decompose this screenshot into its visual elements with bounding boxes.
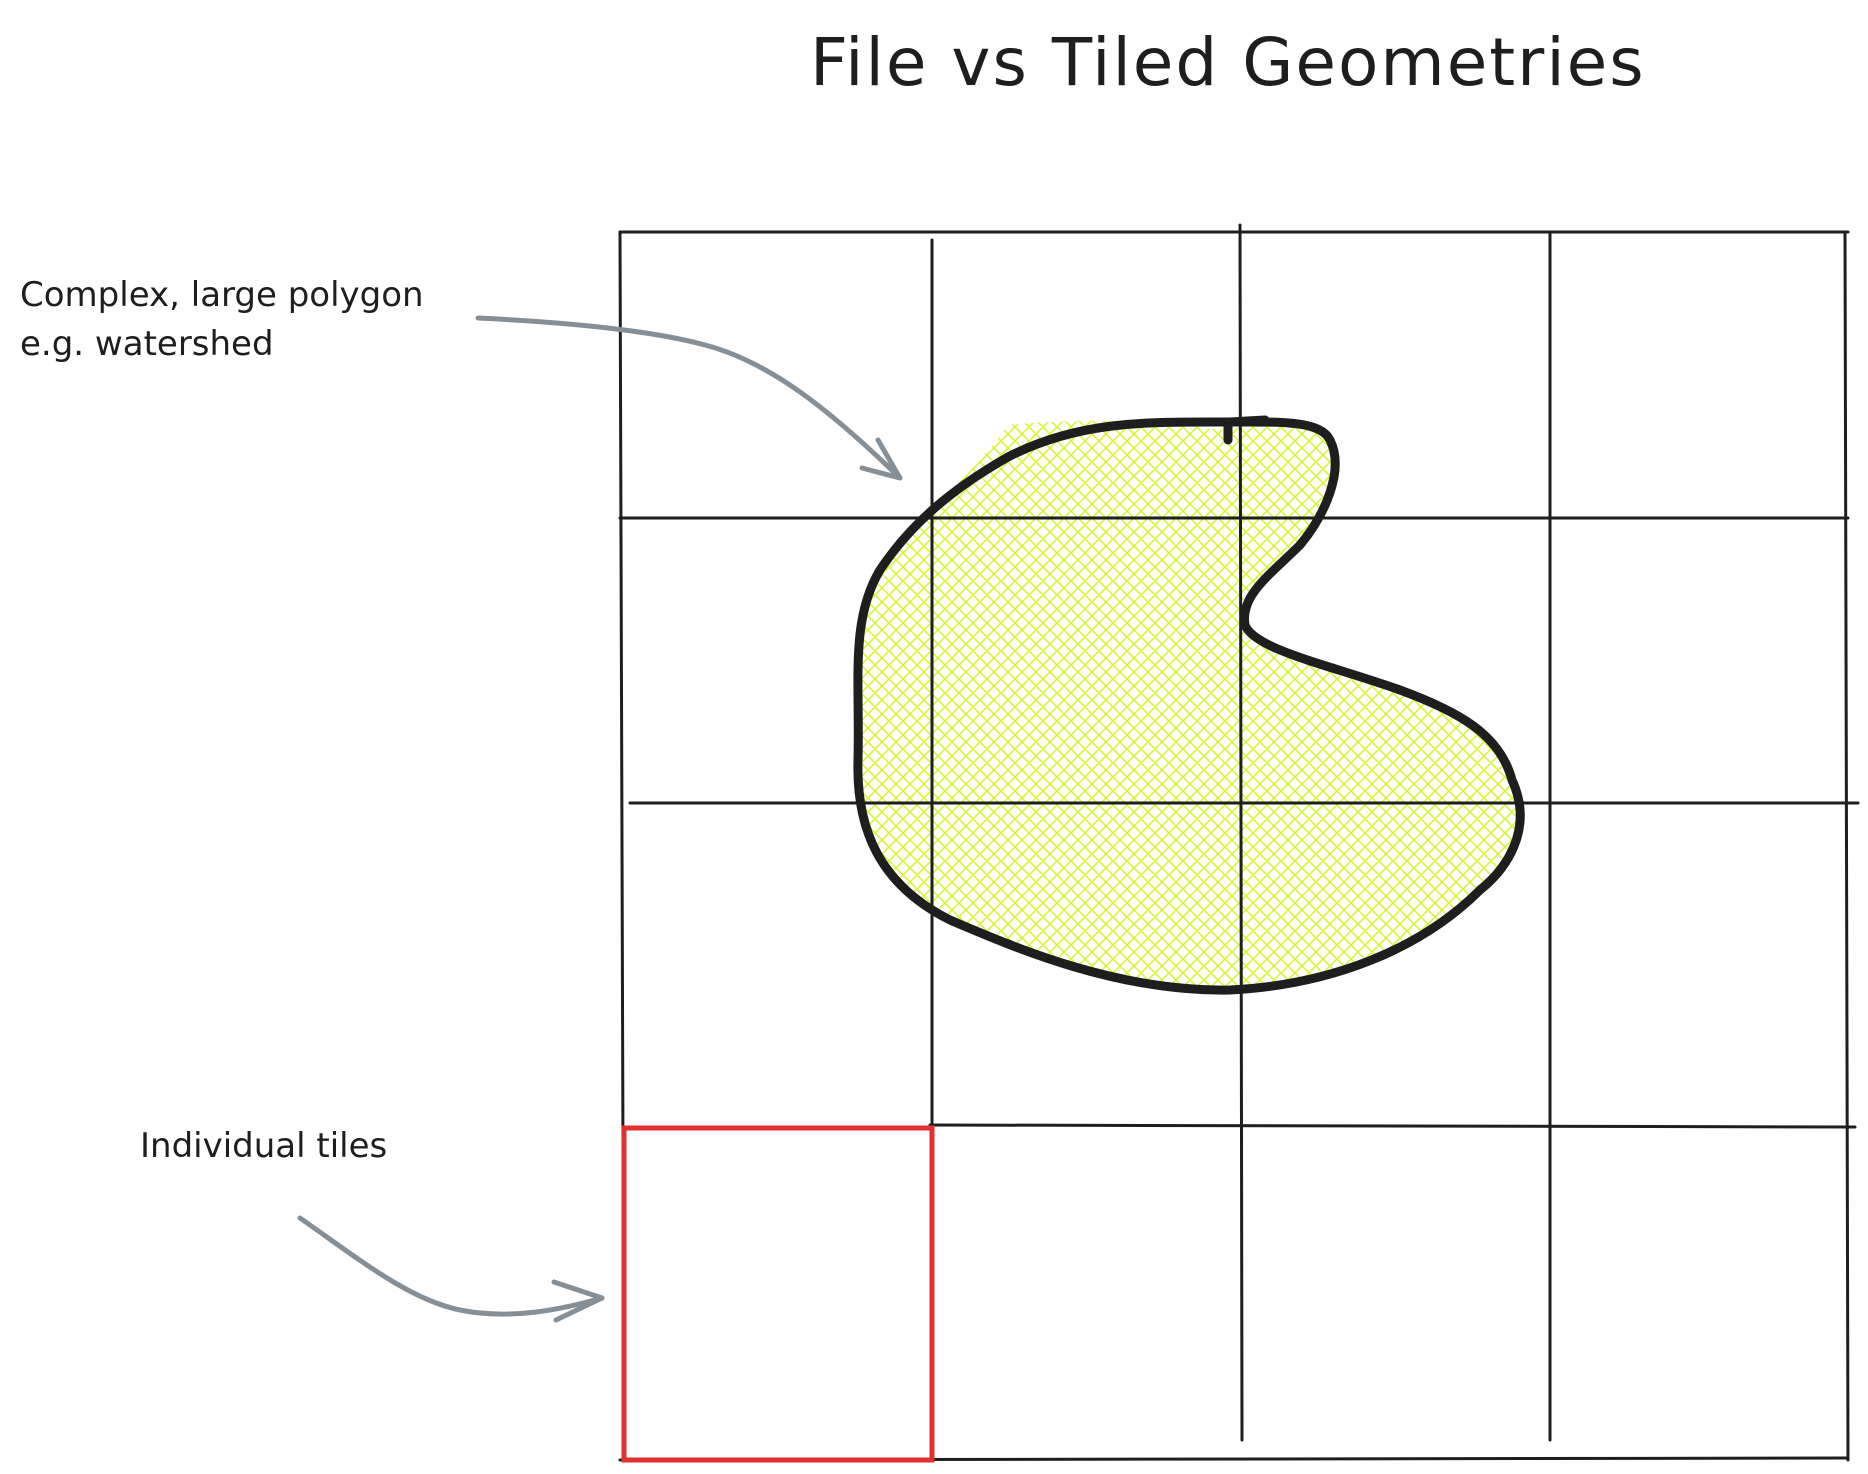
grid-vertical-line-2	[1238, 223, 1244, 1442]
grid-horizontal-line-3	[928, 1123, 1857, 1129]
tile-grid	[618, 223, 1860, 1462]
highlighted-tile	[621, 1125, 935, 1463]
tiles-annotation: Individual tiles	[140, 1126, 387, 1166]
polygon-annotation-line1: Complex, large polygon	[20, 275, 424, 315]
watershed-polygon	[853, 415, 1525, 995]
polygon-outline-notch	[1223, 415, 1270, 445]
arrow-to-tile	[297, 1215, 605, 1323]
polygon-fill	[857, 420, 1521, 991]
diagram-title: File vs Tiled Geometries	[810, 24, 1646, 101]
arrow-to-polygon	[475, 315, 903, 481]
grid-border-right	[1843, 230, 1850, 1462]
polygon-outline	[853, 417, 1525, 995]
polygon-annotation-line2: e.g. watershed	[20, 324, 274, 364]
